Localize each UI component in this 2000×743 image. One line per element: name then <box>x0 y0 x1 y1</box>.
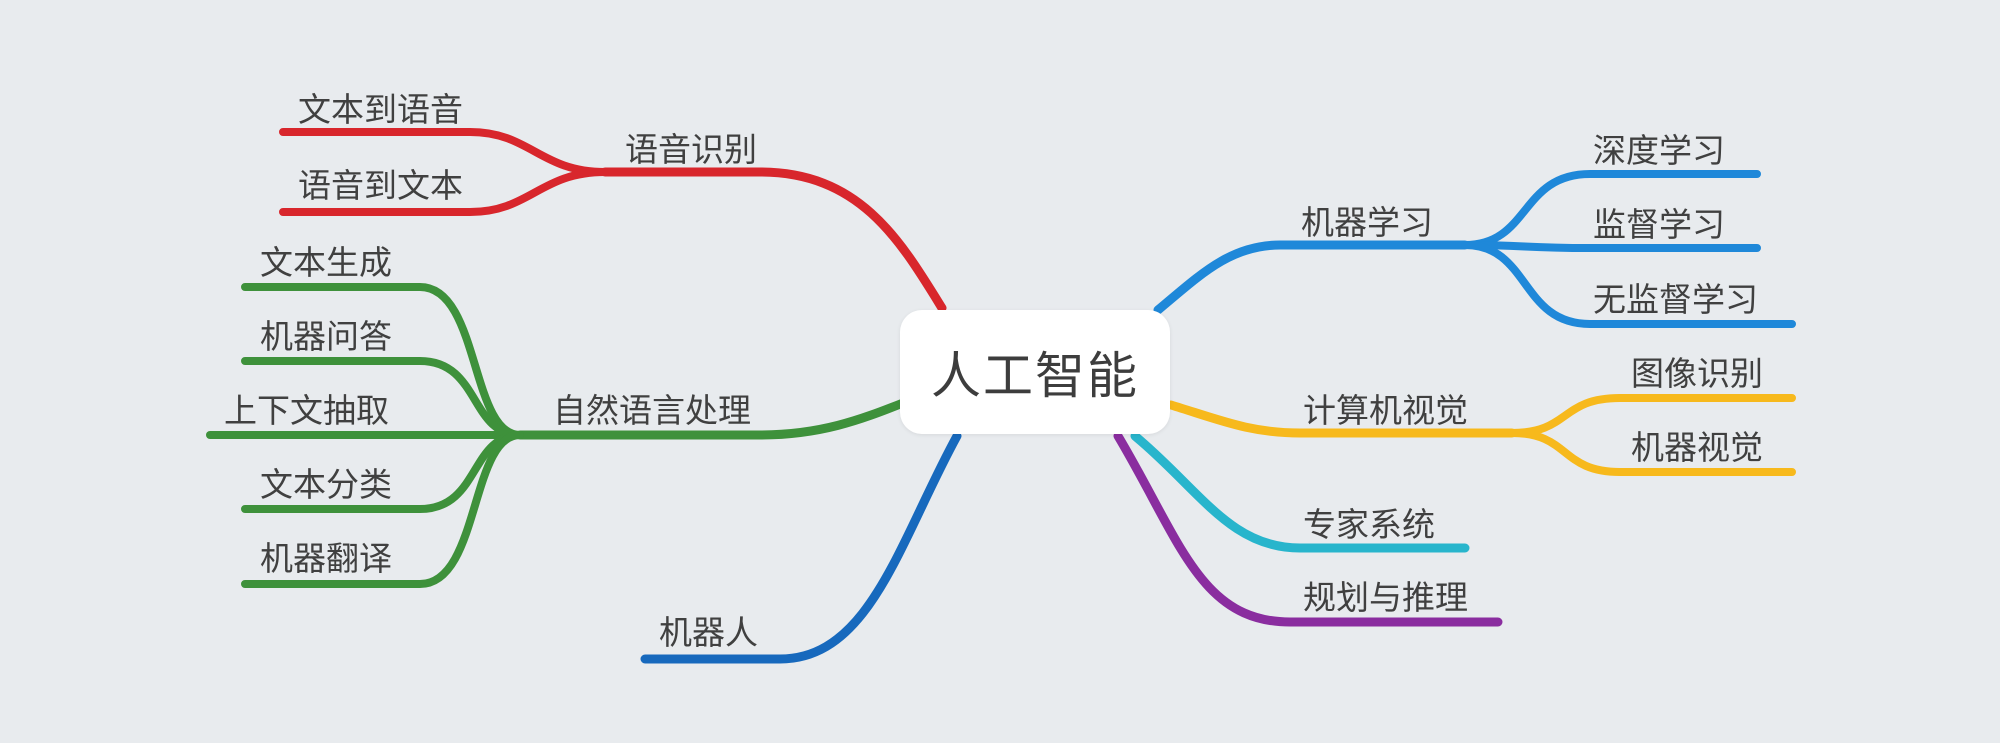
branch-label-cv: 计算机视觉 <box>1303 391 1468 430</box>
branch-label-speech: 语音识别 <box>625 130 757 169</box>
leaf-ml-unsupervised: 无监督学习 <box>1593 280 1758 319</box>
link-ml-unsupervised <box>1461 241 1796 328</box>
leaf-ml-deep: 深度学习 <box>1593 131 1725 170</box>
leaf-ml-supervised: 监督学习 <box>1593 205 1725 244</box>
link-root-cv <box>1166 400 1517 438</box>
leaf-speech-stt: 语音到文本 <box>298 166 463 205</box>
branch-label-ml: 机器学习 <box>1301 203 1433 242</box>
leaf-nlp-classify: 文本分类 <box>260 465 392 504</box>
leaf-nlp-translate: 机器翻译 <box>260 539 392 578</box>
link-root-expert <box>1130 431 1470 553</box>
branch-links-cv <box>1166 394 1796 476</box>
branch-label-robot: 机器人 <box>659 613 758 652</box>
link-root-planning <box>1113 431 1503 627</box>
branch-label-nlp: 自然语言处理 <box>553 391 751 430</box>
branch-links-planning <box>1113 431 1503 627</box>
leaf-nlp-context: 上下文抽取 <box>224 391 389 430</box>
branch-label-planning: 规划与推理 <box>1303 578 1468 617</box>
branch-links-expert <box>1130 431 1470 553</box>
link-root-speech <box>600 167 947 313</box>
branch-links-nlp <box>206 283 908 588</box>
link-speech-stt <box>279 168 609 216</box>
link-root-nlp <box>515 398 908 440</box>
leaf-speech-tts: 文本到语音 <box>298 90 463 129</box>
link-root-ml <box>1153 240 1470 315</box>
link-root-robot <box>640 431 962 664</box>
branch-links-robot <box>640 431 962 664</box>
link-cv-vision <box>1508 429 1796 476</box>
branch-links-speech <box>279 128 947 313</box>
root-label: 人工智能 <box>931 347 1139 405</box>
link-nlp-translate <box>241 431 524 588</box>
leaf-cv-image: 图像识别 <box>1631 354 1763 393</box>
leaf-nlp-qa: 机器问答 <box>260 317 392 356</box>
leaf-nlp-text-gen: 文本生成 <box>260 243 392 282</box>
root-node: 人工智能 <box>900 310 1170 434</box>
branch-links-ml <box>1153 170 1796 328</box>
link-ml-supervised <box>1461 241 1761 252</box>
leaf-cv-vision: 机器视觉 <box>1631 428 1763 467</box>
branch-label-expert: 专家系统 <box>1303 505 1435 544</box>
